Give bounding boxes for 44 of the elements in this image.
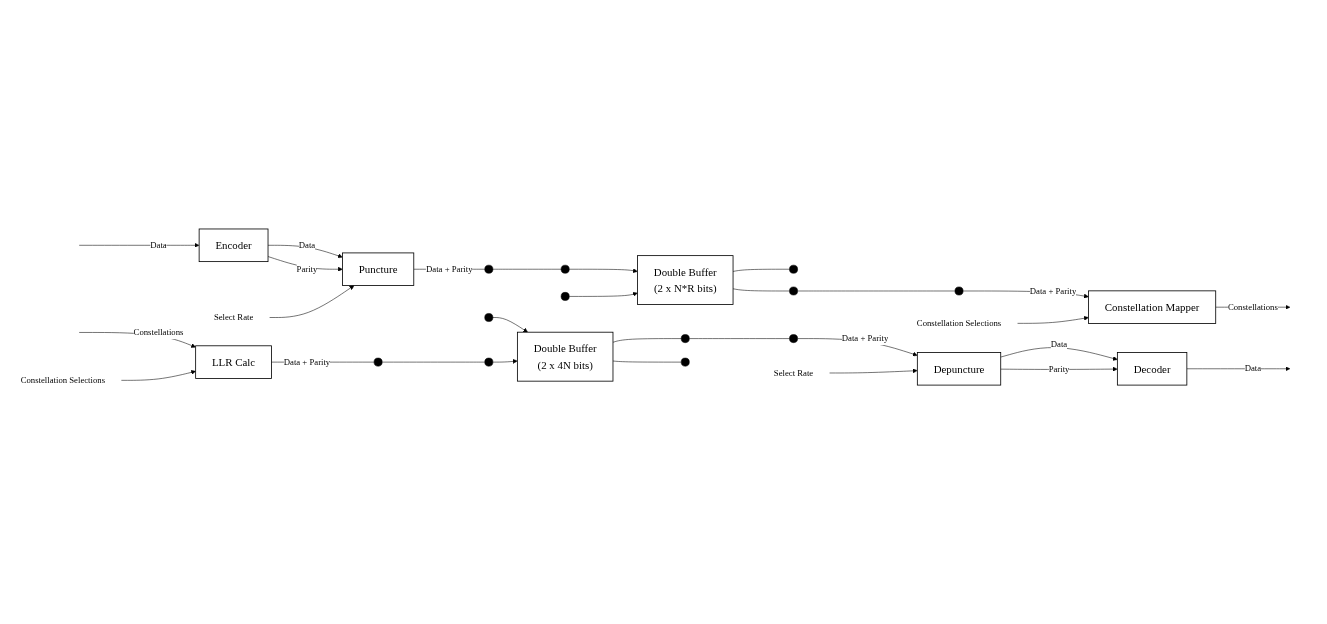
node-circle (484, 357, 494, 367)
connector (797, 290, 956, 292)
edge-label: Constellations (1227, 302, 1278, 312)
edge-label: Data (150, 240, 167, 250)
node-circle (680, 334, 690, 343)
node-circle (484, 264, 494, 274)
node-circle (560, 292, 570, 301)
node-circle (789, 334, 798, 343)
connector (381, 361, 485, 363)
connector (689, 338, 790, 339)
node-circle (789, 264, 798, 274)
node-box: Constellation Mapper (1088, 290, 1217, 324)
node-box: Double Buffer (2 x 4N bits) (517, 331, 614, 382)
connector (492, 268, 562, 270)
edge-label: Data + Parity (283, 357, 331, 367)
node-circle (680, 357, 690, 367)
node-text: Select Rate (213, 312, 254, 322)
node-circle (373, 357, 383, 367)
node-box: Double Buffer (2 x N*R bits) (637, 255, 734, 305)
node-text: Constellation Selections (916, 318, 1002, 328)
connector (732, 268, 790, 272)
edge-label: Constellations (133, 327, 184, 337)
node-box: Depuncture (916, 352, 1002, 386)
edge-label: Data + Parity (841, 333, 889, 343)
edge-label: Data (1244, 363, 1262, 374)
edge-label: Data + Parity (426, 264, 473, 274)
connector (732, 288, 790, 292)
node-box: Encoder (198, 228, 269, 263)
node-circle (560, 264, 570, 274)
edge-label: Data (298, 240, 316, 250)
node-box: Decoder (1116, 352, 1188, 386)
connector (612, 338, 682, 343)
node-text: Constellation Selections (20, 375, 106, 385)
edge-label: Data (1050, 339, 1068, 349)
edge-label: Parity (1048, 364, 1070, 374)
connector (612, 360, 682, 363)
edge-label: Data + Parity (1029, 286, 1077, 296)
node-circle (484, 313, 494, 322)
node-box: LLR Calc (195, 345, 272, 379)
node-text: Select Rate (773, 368, 814, 378)
node-box: Puncture (342, 252, 415, 286)
node-circle (954, 286, 964, 296)
edge-label: Parity (296, 264, 318, 274)
node-circle (789, 286, 798, 296)
